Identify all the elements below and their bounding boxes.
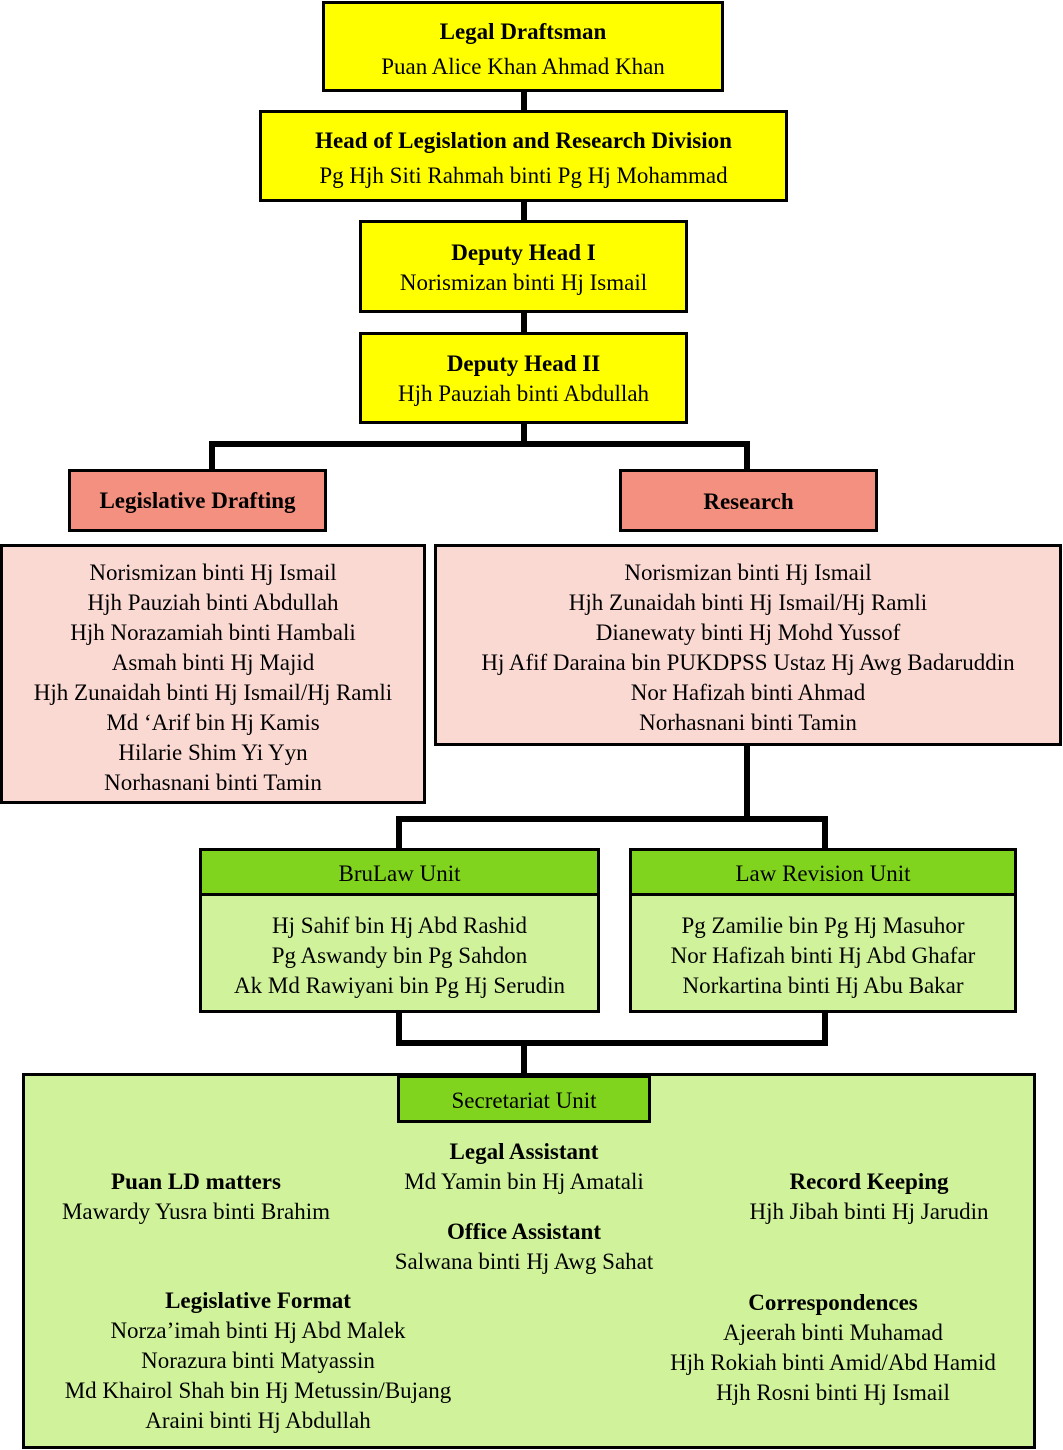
- deputy-head-1-title: Deputy Head I: [451, 240, 596, 265]
- legal-assistant-name: Md Yamin bin Hj Amatali: [404, 1169, 644, 1194]
- connector-line: [521, 200, 527, 222]
- brulaw-unit-list: Hj Sahif bin Hj Abd Rashid Pg Aswandy bi…: [199, 893, 600, 1013]
- list-item: Nor Hafizah binti Ahmad: [630, 680, 866, 705]
- correspondences-title: Correspondences: [748, 1290, 918, 1315]
- connector-line: [521, 422, 527, 444]
- secretariat-unit-box: [22, 1073, 1036, 1449]
- connector-line: [396, 1010, 402, 1046]
- puan-ld-title: Puan LD matters: [111, 1169, 281, 1194]
- list-item: Hjh Norazamiah binti Hambali: [70, 620, 356, 645]
- connector-line: [209, 441, 750, 447]
- connector-line: [396, 816, 402, 850]
- law-revision-unit-list: Pg Zamilie bin Pg Hj Masuhor Nor Hafizah…: [629, 893, 1017, 1013]
- puan-ld-group: Puan LD matters Mawardy Yusra binti Brah…: [36, 1167, 356, 1227]
- connector-line: [209, 441, 215, 471]
- legislative-drafting-title: Legislative Drafting: [99, 488, 296, 513]
- list-item: Nor Hafizah binti Hj Abd Ghafar: [670, 943, 976, 968]
- head-division-name: Pg Hjh Siti Rahmah binti Pg Hj Mohammad: [319, 163, 728, 188]
- list-item: Pg Zamilie bin Pg Hj Masuhor: [681, 913, 965, 938]
- list-item: Pg Aswandy bin Pg Sahdon: [271, 943, 528, 968]
- list-item: Hjh Pauziah binti Abdullah: [87, 590, 339, 615]
- list-item: Md ‘Arif bin Hj Kamis: [106, 710, 320, 735]
- deputy-head-2-title: Deputy Head II: [446, 351, 601, 376]
- head-division-title: Head of Legislation and Research Divisio…: [315, 128, 732, 153]
- connector-line: [521, 311, 527, 334]
- connector-line: [396, 816, 828, 822]
- list-item: Hj Afif Daraina bin PUKDPSS Ustaz Hj Awg…: [481, 650, 1015, 675]
- list-item: Hjh Zunaidah binti Hj Ismail/Hj Ramli: [33, 680, 393, 705]
- correspondences-group: Correspondences Ajeerah binti Muhamad Hj…: [643, 1288, 1023, 1408]
- puan-ld-name: Mawardy Yusra binti Brahim: [61, 1199, 331, 1224]
- list-item: Dianewaty binti Hj Mohd Yussof: [595, 620, 901, 645]
- legislative-format-group: Legislative Format Norza’imah binti Hj A…: [38, 1286, 478, 1436]
- list-item: Norhasnani binti Tamin: [104, 770, 322, 795]
- research-list: Norismizan binti Hj Ismail Hjh Zunaidah …: [434, 544, 1062, 746]
- legislative-drafting-list: Norismizan binti Hj Ismail Hjh Pauziah b…: [0, 544, 426, 804]
- list-item: Araini binti Hj Abdullah: [145, 1408, 371, 1433]
- secretariat-unit-title: Secretariat Unit: [451, 1088, 597, 1113]
- connector-line: [396, 1040, 828, 1046]
- legal-assistant-group: Legal Assistant Md Yamin bin Hj Amatali: [324, 1137, 724, 1197]
- list-item: Norismizan binti Hj Ismail: [624, 560, 872, 585]
- list-item: Hjh Rosni binti Hj Ismail: [716, 1380, 950, 1405]
- list-item: Hjh Rokiah binti Amid/Abd Hamid: [670, 1350, 996, 1375]
- connector-line: [822, 1010, 828, 1046]
- list-item: Norhasnani binti Tamin: [639, 710, 857, 735]
- list-item: Norazura binti Matyassin: [141, 1348, 375, 1373]
- law-revision-unit-title: Law Revision Unit: [735, 861, 911, 886]
- list-item: Ak Md Rawiyani bin Pg Hj Serudin: [234, 973, 565, 998]
- connector-line: [744, 744, 750, 819]
- legal-draftsman-box: Legal Draftsman Puan Alice Khan Ahmad Kh…: [322, 1, 724, 92]
- legal-assistant-title: Legal Assistant: [449, 1139, 599, 1164]
- office-assistant-title: Office Assistant: [447, 1219, 601, 1244]
- list-item: Norkartina binti Hj Abu Bakar: [682, 973, 964, 998]
- list-item: Ajeerah binti Muhamad: [723, 1320, 943, 1345]
- brulaw-unit-title: BruLaw Unit: [338, 861, 461, 886]
- research-header: Research: [619, 469, 878, 532]
- connector-line: [521, 90, 527, 112]
- office-assistant-group: Office Assistant Salwana binti Hj Awg Sa…: [324, 1217, 724, 1277]
- legal-draftsman-title: Legal Draftsman: [439, 19, 607, 44]
- deputy-head-2-name: Hjh Pauziah binti Abdullah: [397, 381, 650, 406]
- brulaw-unit-header: BruLaw Unit: [199, 848, 600, 896]
- list-item: Md Khairol Shah bin Hj Metussin/Bujang: [64, 1378, 452, 1403]
- record-keeping-name: Hjh Jibah binti Hj Jarudin: [749, 1199, 989, 1224]
- record-keeping-group: Record Keeping Hjh Jibah binti Hj Jarudi…: [709, 1167, 1029, 1227]
- deputy-head-1-name: Norismizan binti Hj Ismail: [399, 270, 648, 295]
- legal-draftsman-name: Puan Alice Khan Ahmad Khan: [381, 54, 665, 79]
- head-division-box: Head of Legislation and Research Divisio…: [259, 110, 788, 202]
- list-item: Asmah binti Hj Majid: [111, 650, 315, 675]
- list-item: Hj Sahif bin Hj Abd Rashid: [272, 913, 527, 938]
- legislative-drafting-header: Legislative Drafting: [68, 469, 327, 532]
- list-item: Norismizan binti Hj Ismail: [89, 560, 337, 585]
- deputy-head-2-box: Deputy Head II Hjh Pauziah binti Abdulla…: [359, 332, 688, 424]
- record-keeping-title: Record Keeping: [789, 1169, 949, 1194]
- law-revision-unit-header: Law Revision Unit: [629, 848, 1017, 896]
- connector-line: [822, 816, 828, 850]
- list-item: Hilarie Shim Yi Yyn: [118, 740, 308, 765]
- connector-line: [744, 441, 750, 471]
- legislative-format-title: Legislative Format: [165, 1288, 351, 1313]
- list-item: Hjh Zunaidah binti Hj Ismail/Hj Ramli: [568, 590, 928, 615]
- office-assistant-name: Salwana binti Hj Awg Sahat: [394, 1249, 654, 1274]
- list-item: Norza’imah binti Hj Abd Malek: [110, 1318, 406, 1343]
- deputy-head-1-box: Deputy Head I Norismizan binti Hj Ismail: [359, 220, 688, 313]
- research-title: Research: [703, 489, 794, 514]
- secretariat-unit-header: Secretariat Unit: [397, 1075, 651, 1123]
- connector-line: [521, 1040, 527, 1076]
